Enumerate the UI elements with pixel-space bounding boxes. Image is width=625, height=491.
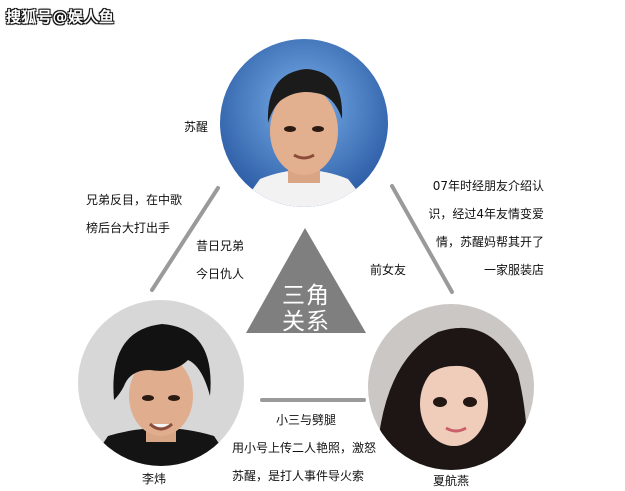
photo-top [220,39,388,207]
relation-bottom: 小三与劈腿 用小号上传二人艳照，激怒 苏醒，是打人事件导火索 [232,406,376,490]
connector-top-left [150,186,220,292]
relation-top-left-line1: 兄弟反目，在中歌 [86,193,183,207]
portrait-top-image [220,39,388,207]
relation-top-left-line2: 榜后台大打出手 [86,221,171,235]
center-label-line2: 关系 [282,309,330,335]
relation-top-left-inner-line1: 昔日兄弟 [196,239,245,253]
portrait-left-image [78,300,244,466]
relation-bottom-line2: 苏醒，是打人事件导火索 [232,469,365,483]
relation-top-right-line2: 识，经过4年友情变爱 [428,207,544,221]
name-top: 苏醒 [184,120,209,134]
portrait-right-image [368,304,534,470]
relation-bottom-line1: 用小号上传二人艳照，激怒 [232,441,377,455]
relation-top-right: 07年时经朋友介绍认 识，经过4年友情变爱 情，苏醒妈帮其开了 一家服装店 [420,172,544,284]
watermark: 搜狐号@娱人鱼 [6,8,115,26]
photo-left [78,300,244,466]
relation-bottom-title: 小三与劈腿 [276,413,337,427]
photo-right [368,304,534,470]
relation-top-right-inner: 前女友 [370,263,407,277]
relation-top-right-line1: 07年时经朋友介绍认 [432,179,544,193]
relation-top-left-inner: 昔日兄弟 今日仇人 [196,232,244,288]
connector-top-right [390,184,454,294]
relation-top-right-line3: 情，苏醒妈帮其开了 [435,235,544,249]
relation-top-left-inner-line2: 今日仇人 [196,267,245,281]
relation-top-left: 兄弟反目，在中歌 榜后台大打出手 [86,186,182,242]
center-label: 三角 关系 [276,283,336,335]
relation-top-right-line4: 一家服装店 [483,263,544,277]
name-right: 夏航燕 [433,474,470,488]
name-left: 李炜 [142,472,167,486]
center-triangle [246,228,366,333]
center-label-line1: 三角 [282,283,330,309]
